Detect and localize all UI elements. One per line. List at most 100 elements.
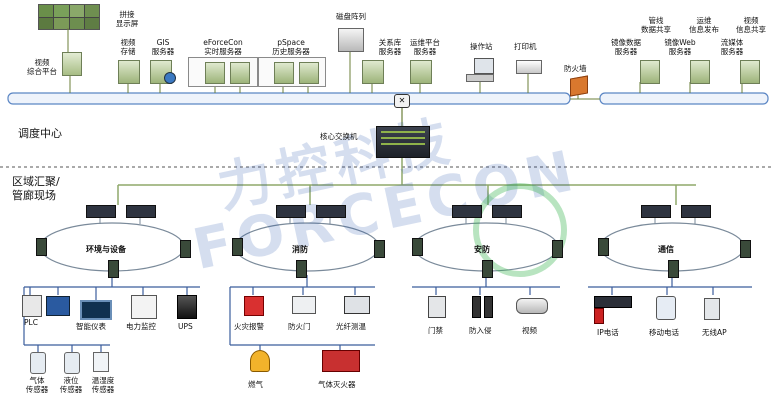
wireless-ap-icon — [704, 298, 720, 320]
power-monitor-label: 电力监控 — [126, 322, 156, 331]
access-control-label: 门禁 — [428, 326, 443, 335]
level-sensor-label: 液位 传感器 — [59, 376, 83, 394]
mobile-phone-icon — [656, 296, 676, 320]
group-comm-label: 通信 — [658, 245, 674, 254]
disk-array-icon — [338, 28, 364, 52]
pspace-server-2-icon — [299, 62, 319, 84]
ring-node-sec-left — [412, 238, 423, 256]
pipe-share-label: 管线 数据共享 — [641, 16, 671, 34]
core-switch-label: 核心交换机 — [320, 132, 358, 141]
streaming-label: 流媒体 服务器 — [720, 38, 744, 56]
dist-switch-sec-2 — [492, 205, 522, 218]
globe-icon — [164, 72, 176, 84]
ring-node-sec-right — [552, 240, 563, 258]
ring-node-env-bottom — [108, 260, 119, 278]
disk-array-label: 磁盘阵列 — [336, 12, 366, 21]
firewall-icon — [570, 75, 588, 97]
ops-platform-label: 运维平台 服务器 — [410, 38, 440, 56]
ip-phone-switch-icon — [594, 296, 632, 308]
relational-db-icon — [362, 60, 384, 84]
mirror-web-label: 镜像Web 服务器 — [664, 38, 696, 56]
gas-sensor-icon — [30, 352, 46, 374]
dist-switch-com-2 — [681, 205, 711, 218]
group-env-label: 环境与设备 — [86, 245, 126, 254]
video-wall-label: 拼接 显示屏 — [115, 10, 139, 28]
ops-platform-icon — [410, 60, 432, 84]
gas-label: 燃气 — [248, 380, 263, 389]
mirror-web-icon — [690, 60, 710, 84]
fire-door-icon — [292, 296, 316, 314]
video-platform-icon — [62, 52, 82, 76]
ring-node-fire-bottom — [296, 260, 307, 278]
intrusion-left-icon — [472, 296, 481, 318]
gas-detector-icon — [250, 350, 270, 372]
video-label: 视频 — [522, 326, 537, 335]
ip-phone-icon — [594, 308, 604, 324]
plc-label: PLC — [24, 318, 38, 327]
eforcecon-server-2-icon — [230, 62, 250, 84]
mirror-db-label: 镜像数据 服务器 — [611, 38, 641, 56]
printer-label: 打印机 — [514, 42, 537, 51]
video-storage-icon — [118, 60, 140, 84]
mirror-db-icon — [640, 60, 660, 84]
group-security-label: 安防 — [474, 245, 490, 254]
video-share-label: 视频 信息共享 — [736, 16, 766, 34]
fire-alarm-icon — [244, 296, 264, 316]
mobile-phone-label: 移动电话 — [649, 328, 679, 337]
workstation-keyboard-icon — [466, 74, 494, 82]
section-field: 区域汇聚/ 管廊现场 — [12, 175, 60, 202]
dist-switch-fire-1 — [276, 205, 306, 218]
ring-node-sec-bottom — [482, 260, 493, 278]
video-storage-label: 视频 存储 — [120, 38, 136, 56]
power-monitor-icon — [131, 295, 157, 319]
printer-icon — [516, 60, 542, 74]
dist-switch-fire-2 — [316, 205, 346, 218]
fiber-temp-icon — [344, 296, 370, 314]
plc-icon — [22, 295, 42, 317]
ip-phone-label: IP电话 — [597, 328, 619, 337]
workstation-monitor-icon — [474, 58, 494, 74]
smart-meter-icon — [80, 300, 112, 320]
relational-db-label: 关系库 服务器 — [378, 38, 402, 56]
camera-icon — [516, 298, 548, 314]
pspace-server-1-icon — [274, 62, 294, 84]
pspace-label: pSpace 历史服务器 — [272, 38, 310, 56]
dist-switch-com-1 — [641, 205, 671, 218]
smart-meter-module-icon — [46, 296, 70, 316]
ops-publish-label: 运维 信息发布 — [689, 16, 719, 34]
humidity-sensor-label: 温湿度 传感器 — [91, 376, 115, 394]
streaming-server-icon — [740, 60, 760, 84]
ring-node-com-left — [598, 238, 609, 256]
intrusion-right-icon — [484, 296, 493, 318]
intrusion-label: 防入侵 — [469, 326, 492, 335]
fiber-temp-label: 光纤测温 — [336, 322, 366, 331]
ring-node-fire-right — [374, 240, 385, 258]
ring-node-com-bottom — [668, 260, 679, 278]
eforcecon-server-1-icon — [205, 62, 225, 84]
smart-meter-label: 智能仪表 — [76, 322, 106, 331]
ring-node-com-right — [740, 240, 751, 258]
workstation-label: 操作站 — [470, 42, 493, 51]
video-wall-icon — [38, 4, 100, 30]
eforcecon-label: eForceCon 实时服务器 — [203, 38, 243, 56]
ups-icon — [177, 295, 197, 319]
fire-alarm-label: 火灾报警 — [234, 322, 264, 331]
humidity-sensor-icon — [93, 352, 109, 372]
firewall-label: 防火墙 — [564, 64, 587, 73]
core-switch-icon — [376, 126, 430, 158]
gas-extinguisher-icon — [322, 350, 360, 372]
dist-switch-sec-1 — [452, 205, 482, 218]
ring-node-env-right — [180, 240, 191, 258]
gas-extinguisher-label: 气体灭火器 — [318, 380, 356, 389]
ups-label: UPS — [178, 322, 193, 331]
router-icon: ✕ — [394, 94, 410, 108]
group-fire-label: 消防 — [292, 245, 308, 254]
fire-door-label: 防火门 — [288, 322, 311, 331]
gis-label: GIS 服务器 — [151, 38, 175, 56]
dist-switch-env-1 — [86, 205, 116, 218]
level-sensor-icon — [64, 352, 80, 374]
section-dispatch: 调度中心 — [18, 127, 62, 140]
ring-node-env-left — [36, 238, 47, 256]
